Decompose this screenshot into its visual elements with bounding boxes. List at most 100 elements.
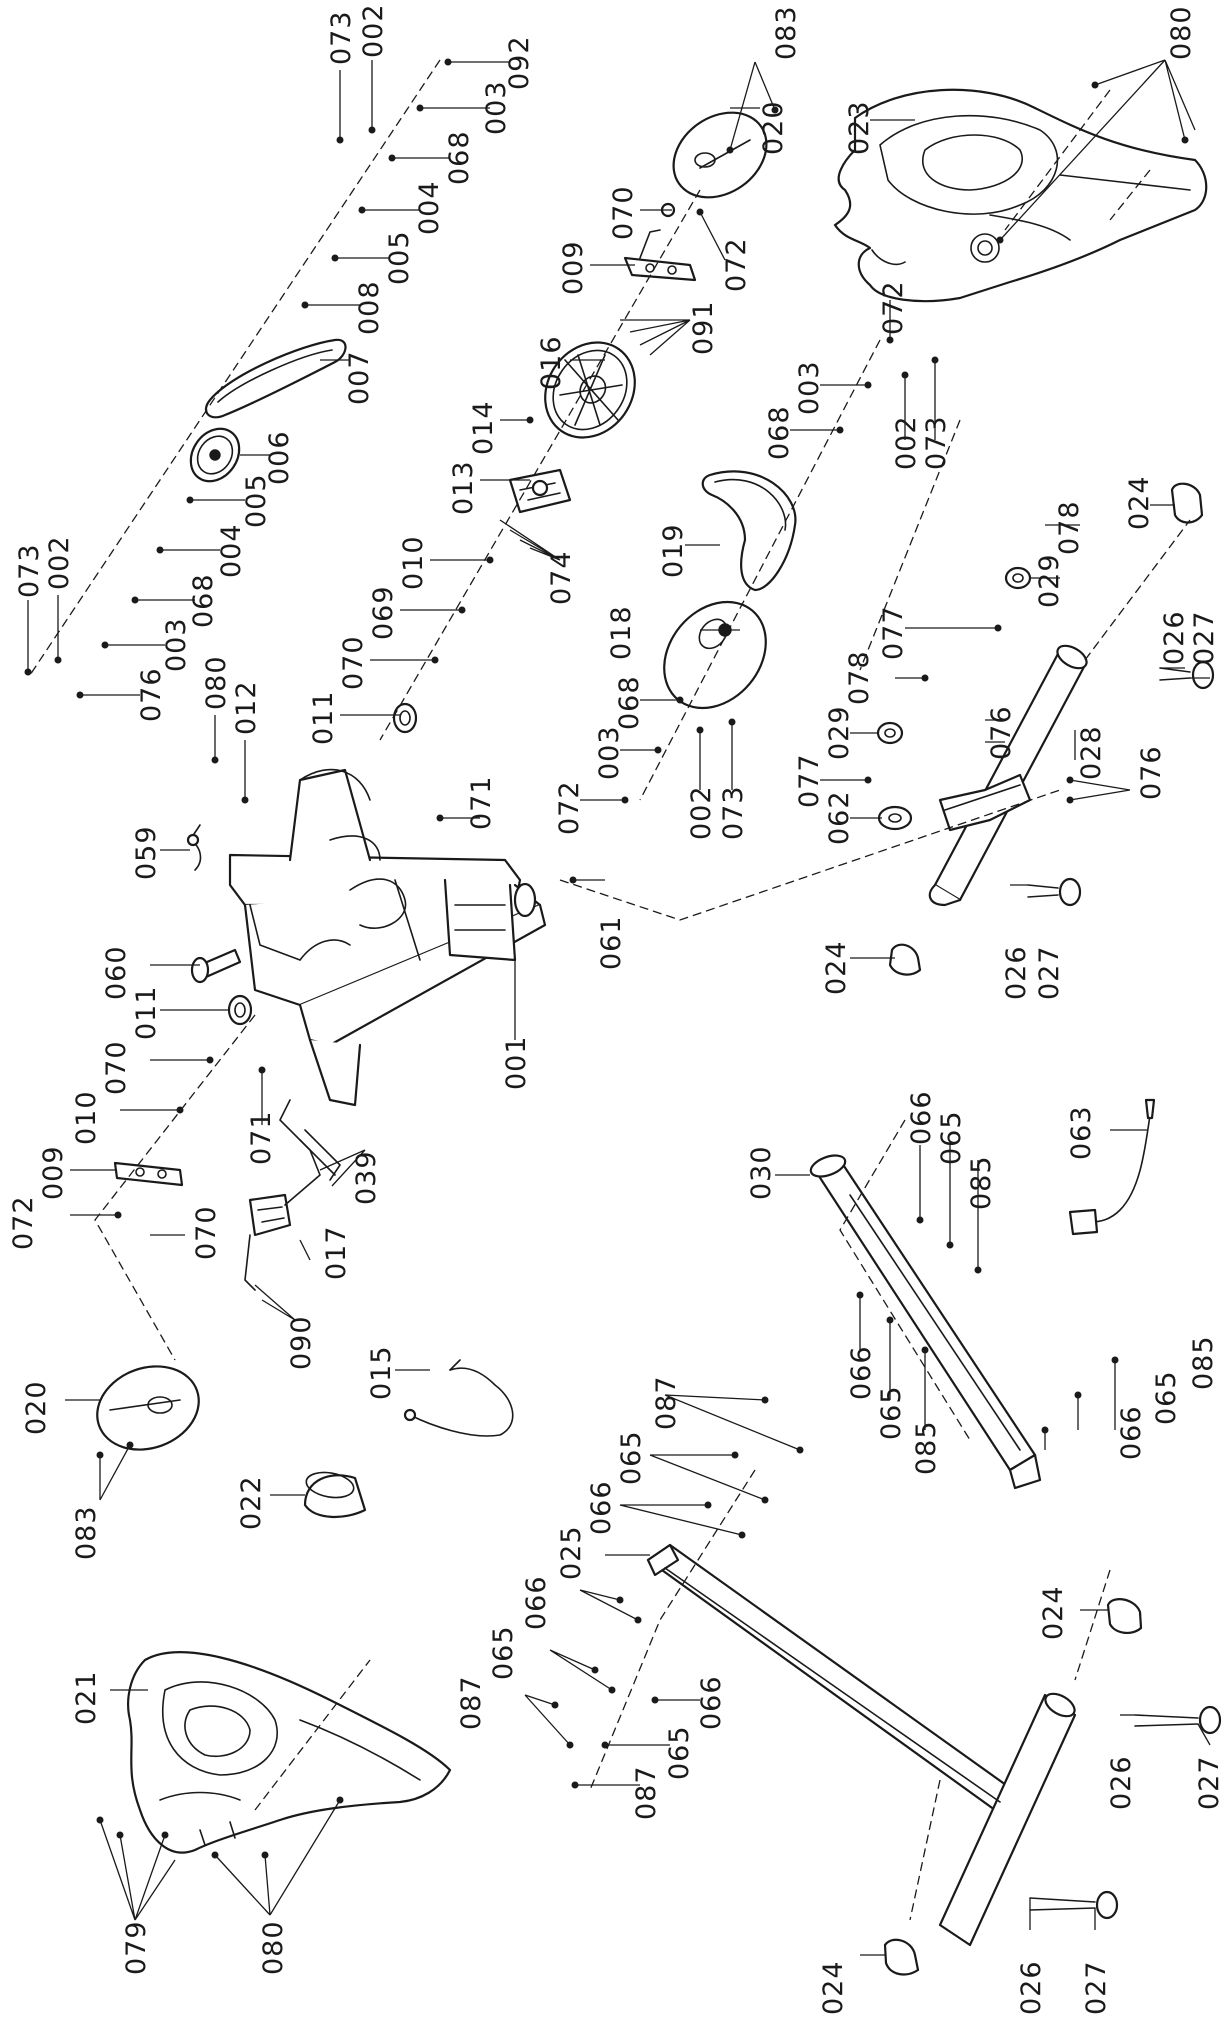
drive-pulley-016 bbox=[544, 341, 636, 439]
front-shroud-021 bbox=[127, 1651, 452, 1854]
callout-026d: 026 bbox=[1016, 1960, 1047, 2015]
callout-065f: 065 bbox=[664, 1725, 695, 1780]
callout-024b: 024 bbox=[821, 940, 852, 995]
callout-029: 029 bbox=[1034, 553, 1065, 608]
callout-011: 011 bbox=[308, 690, 339, 745]
callout-004b: 004 bbox=[216, 523, 247, 578]
callout-024d: 024 bbox=[818, 1960, 849, 2015]
callout-027d: 027 bbox=[1081, 1960, 1112, 2015]
callout-072b: 072 bbox=[8, 1195, 39, 1250]
cable-059 bbox=[186, 824, 202, 871]
callout-072d: 072 bbox=[554, 780, 585, 835]
callout-015: 015 bbox=[366, 1345, 397, 1400]
callout-076b: 076 bbox=[986, 705, 1017, 760]
callout-labels: 073 002 092 003 068 004 005 008 007 006 … bbox=[8, 3, 1225, 2015]
crank-hub-013 bbox=[508, 468, 572, 514]
callout-076c: 076 bbox=[1136, 745, 1167, 800]
callout-003: 003 bbox=[481, 80, 512, 135]
small-pulley-006 bbox=[189, 427, 241, 483]
callout-085: 085 bbox=[966, 1155, 997, 1210]
callout-014: 014 bbox=[468, 400, 499, 455]
callout-066c: 066 bbox=[1116, 1405, 1147, 1460]
callout-030: 030 bbox=[746, 1145, 777, 1200]
callout-066f: 066 bbox=[696, 1675, 727, 1730]
callout-072c: 072 bbox=[878, 280, 909, 335]
callout-009b: 009 bbox=[38, 1145, 69, 1200]
callout-061: 061 bbox=[596, 915, 627, 970]
callout-001: 001 bbox=[501, 1035, 532, 1090]
callout-069: 069 bbox=[368, 585, 399, 640]
callout-070b: 070 bbox=[338, 635, 369, 690]
bracket-009-top bbox=[623, 202, 697, 282]
callout-013: 013 bbox=[448, 460, 479, 515]
main-frame-001 bbox=[228, 768, 547, 1107]
callout-006: 006 bbox=[264, 430, 295, 485]
callout-025: 025 bbox=[556, 1525, 587, 1580]
callout-003b: 003 bbox=[161, 617, 192, 672]
callout-066e: 066 bbox=[521, 1575, 552, 1630]
callout-008: 008 bbox=[354, 280, 385, 335]
callout-010b: 010 bbox=[71, 1090, 102, 1145]
callout-002c: 002 bbox=[891, 415, 922, 470]
callout-065c: 065 bbox=[1151, 1370, 1182, 1425]
callout-012: 012 bbox=[231, 680, 262, 735]
foot-027-b bbox=[1027, 877, 1082, 907]
callout-005b: 005 bbox=[241, 473, 272, 528]
bracket-009-left bbox=[113, 1161, 184, 1187]
callout-087c: 087 bbox=[631, 1765, 662, 1820]
foot-027-a bbox=[1159, 660, 1215, 690]
callout-021: 021 bbox=[71, 1670, 102, 1725]
callout-026: 026 bbox=[1159, 610, 1190, 665]
callout-079: 079 bbox=[121, 1920, 152, 1975]
callout-024c: 024 bbox=[1038, 1585, 1069, 1640]
slider-tube-030 bbox=[809, 1154, 1042, 1490]
rear-shroud-023 bbox=[833, 88, 1208, 303]
callout-002: 002 bbox=[358, 3, 389, 58]
callout-016: 016 bbox=[536, 335, 567, 390]
callout-074: 074 bbox=[546, 550, 577, 605]
callout-073d: 073 bbox=[718, 785, 749, 840]
callout-077: 077 bbox=[878, 605, 909, 660]
callout-020: 020 bbox=[758, 100, 789, 155]
callout-091: 091 bbox=[688, 300, 719, 355]
callout-023: 023 bbox=[844, 100, 875, 155]
callout-092: 092 bbox=[504, 35, 535, 90]
callout-009: 009 bbox=[558, 240, 589, 295]
foot-027-d bbox=[1029, 1890, 1119, 1920]
callout-022: 022 bbox=[236, 1475, 267, 1530]
knob-060 bbox=[190, 948, 242, 984]
bearing-011-top bbox=[392, 702, 418, 734]
callout-071b: 071 bbox=[246, 1110, 277, 1165]
callout-003c: 003 bbox=[794, 360, 825, 415]
end-cap-024-b bbox=[888, 943, 922, 976]
callout-004: 004 bbox=[414, 180, 445, 235]
callout-002b: 002 bbox=[44, 535, 75, 590]
callout-068b: 068 bbox=[188, 573, 219, 628]
cable-015 bbox=[403, 1359, 514, 1437]
belt-019 bbox=[701, 470, 797, 592]
end-cap-024-c bbox=[1106, 1598, 1143, 1634]
callout-011b: 011 bbox=[131, 985, 162, 1040]
callout-017: 017 bbox=[321, 1225, 352, 1280]
callout-085c: 085 bbox=[1188, 1335, 1219, 1390]
end-cap-024-d bbox=[883, 1938, 920, 1976]
callout-078b: 078 bbox=[844, 650, 875, 705]
callout-060: 060 bbox=[101, 945, 132, 1000]
callout-080b: 080 bbox=[201, 655, 232, 710]
callout-070d: 070 bbox=[191, 1205, 222, 1260]
pulley-cover-020-left bbox=[96, 1365, 200, 1451]
callout-002d: 002 bbox=[686, 785, 717, 840]
pulley-cover-020-top bbox=[672, 111, 768, 199]
wheel-029-lower bbox=[876, 721, 904, 745]
callout-083b: 083 bbox=[71, 1505, 102, 1560]
front-tube-025 bbox=[646, 1543, 1077, 1947]
callout-020b: 020 bbox=[21, 1380, 52, 1435]
callout-063: 063 bbox=[1066, 1105, 1097, 1160]
callout-005: 005 bbox=[384, 230, 415, 285]
callout-026c: 026 bbox=[1106, 1755, 1137, 1810]
callout-066: 066 bbox=[906, 1090, 937, 1145]
callout-024: 024 bbox=[1124, 475, 1155, 530]
callout-070c: 070 bbox=[101, 1040, 132, 1095]
